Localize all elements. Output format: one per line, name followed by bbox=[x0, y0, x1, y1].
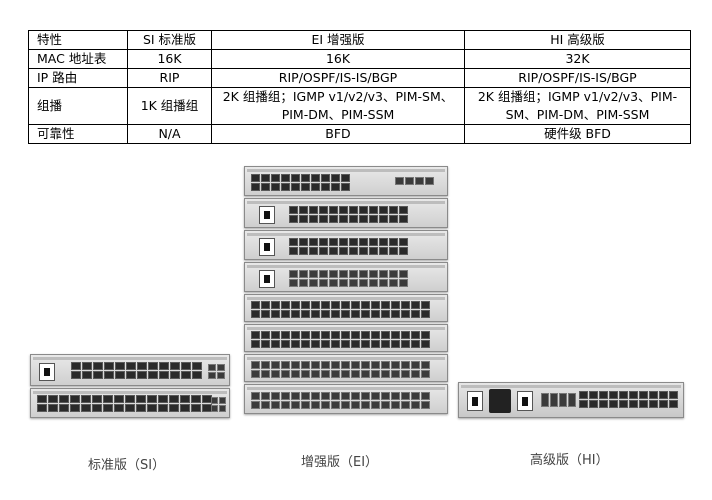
header-ei: EI 增强版 bbox=[211, 30, 465, 50]
ei-switch-unit-6 bbox=[244, 324, 448, 352]
power-module-icon bbox=[259, 206, 275, 224]
row-reliability-ei: BFD bbox=[211, 124, 465, 144]
row-ip-si: RIP bbox=[127, 68, 212, 88]
ei-switch-unit-4 bbox=[244, 262, 448, 292]
row-reliability-hi: 硬件级 BFD bbox=[464, 124, 691, 144]
row-multicast-ei: 2K 组播组；IGMP v1/v2/v3、PIM-SM、PIM-DM、PIM-S… bbox=[211, 87, 465, 125]
table-row: MAC 地址表 16K 16K 32K bbox=[28, 49, 691, 69]
sfp-block bbox=[289, 270, 408, 287]
row-ip-label: IP 路由 bbox=[28, 68, 128, 88]
power-module-icon bbox=[39, 363, 55, 381]
sfp-block bbox=[211, 397, 226, 412]
ei-switch-unit-7 bbox=[244, 354, 448, 382]
feature-comparison-table: 特性 SI 标准版 EI 增强版 HI 高级版 MAC 地址表 16K 16K … bbox=[28, 30, 691, 144]
row-multicast-si: 1K 组播组 bbox=[127, 87, 212, 125]
power-module-icon bbox=[259, 238, 275, 256]
row-mac-hi: 32K bbox=[464, 49, 691, 69]
row-mac-ei: 16K bbox=[211, 49, 465, 69]
si-switch-unit-2 bbox=[30, 388, 230, 418]
header-feature: 特性 bbox=[28, 30, 128, 50]
row-reliability-label: 可靠性 bbox=[28, 124, 128, 144]
row-multicast-hi: 2K 组播组；IGMP v1/v2/v3、PIM-SM、PIM-DM、PIM-S… bbox=[464, 87, 691, 125]
ei-switch-unit-2 bbox=[244, 198, 448, 228]
table-row: IP 路由 RIP RIP/OSPF/IS-IS/BGP RIP/OSPF/IS… bbox=[28, 68, 691, 88]
caption-ei: 增强版（EI） bbox=[301, 455, 379, 470]
port-block bbox=[289, 206, 408, 223]
table-header-row: 特性 SI 标准版 EI 增强版 HI 高级版 bbox=[28, 30, 691, 50]
row-multicast-label: 组播 bbox=[28, 87, 128, 125]
port-block bbox=[251, 174, 350, 191]
row-mac-label: MAC 地址表 bbox=[28, 49, 128, 69]
port-block bbox=[71, 362, 202, 379]
row-reliability-si: N/A bbox=[127, 124, 212, 144]
sfp-block bbox=[208, 364, 225, 379]
table-row: 组播 1K 组播组 2K 组播组；IGMP v1/v2/v3、PIM-SM、PI… bbox=[28, 87, 691, 125]
ei-switch-unit-5 bbox=[244, 294, 448, 322]
port-block bbox=[251, 301, 430, 318]
hi-switch-unit bbox=[458, 382, 684, 418]
sfp-block bbox=[251, 361, 430, 378]
sfp-block bbox=[541, 393, 576, 407]
sfp-block bbox=[395, 177, 434, 185]
port-block bbox=[37, 395, 212, 412]
caption-hi: 高级版（HI） bbox=[530, 453, 609, 468]
power-module-icon bbox=[467, 391, 483, 411]
ei-switch-unit-1 bbox=[244, 166, 448, 196]
header-hi: HI 高级版 bbox=[464, 30, 691, 50]
port-block bbox=[251, 331, 430, 348]
power-module-icon bbox=[517, 391, 533, 411]
fan-tray-icon bbox=[489, 389, 511, 413]
si-switch-unit-1 bbox=[30, 354, 230, 386]
row-mac-si: 16K bbox=[127, 49, 212, 69]
header-si: SI 标准版 bbox=[127, 30, 212, 50]
ei-switch-unit-8 bbox=[244, 384, 448, 414]
row-ip-hi: RIP/OSPF/IS-IS/BGP bbox=[464, 68, 691, 88]
table-row: 可靠性 N/A BFD 硬件级 BFD bbox=[28, 124, 691, 144]
caption-si: 标准版（SI） bbox=[88, 458, 166, 473]
power-module-icon bbox=[259, 270, 275, 288]
row-ip-ei: RIP/OSPF/IS-IS/BGP bbox=[211, 68, 465, 88]
ei-switch-unit-3 bbox=[244, 230, 448, 260]
sfp-block bbox=[251, 392, 430, 409]
port-block bbox=[579, 391, 678, 408]
port-block bbox=[289, 238, 408, 255]
